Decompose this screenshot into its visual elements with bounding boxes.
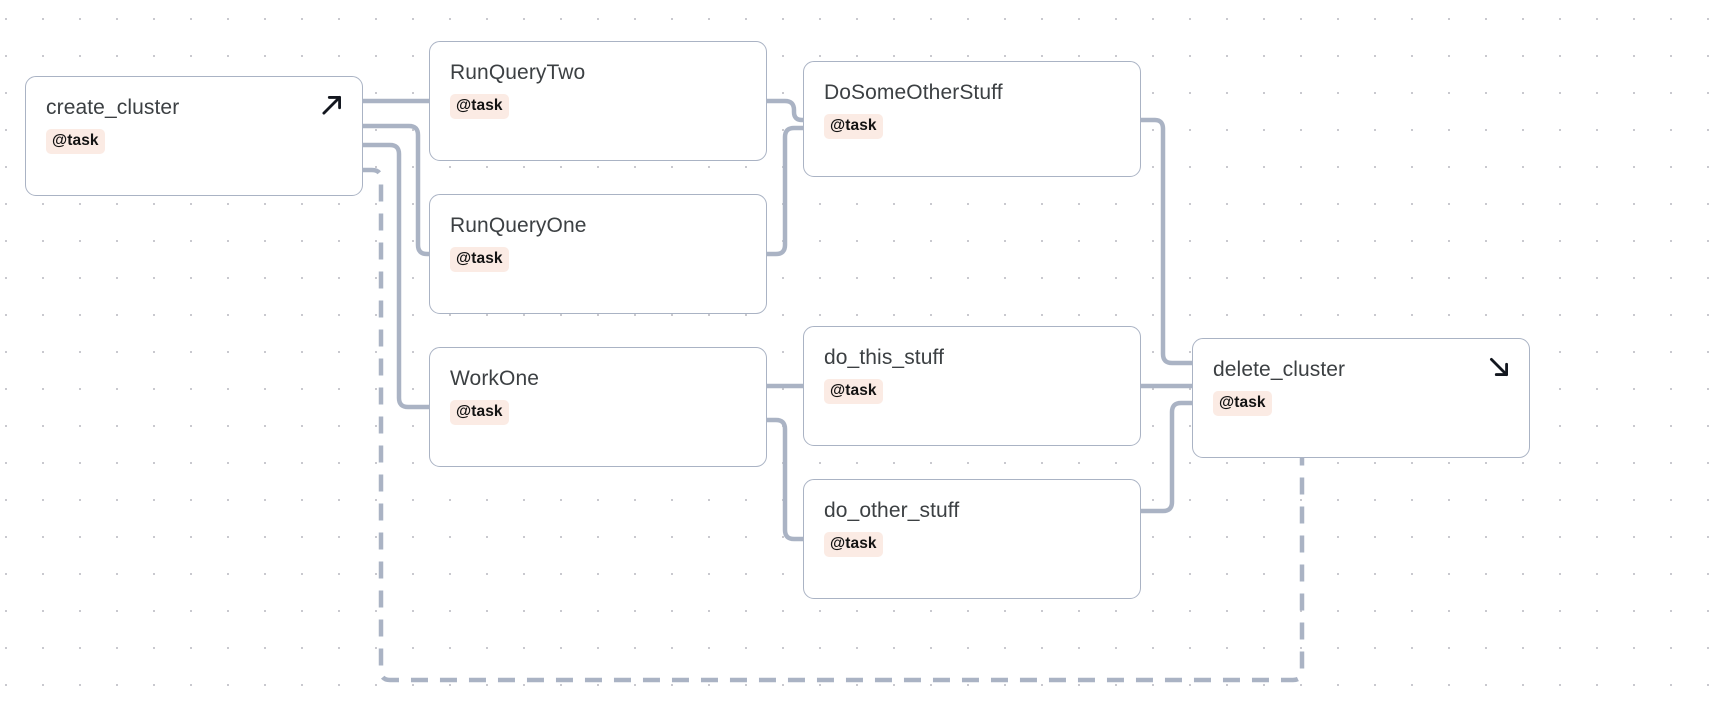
- node-create_cluster[interactable]: create_cluster @task: [25, 76, 363, 196]
- node-badge-row: @task: [824, 114, 1120, 139]
- node-do_this_stuff[interactable]: do_this_stuff @task: [803, 326, 1141, 446]
- node-title: RunQueryTwo: [450, 61, 586, 84]
- node-title: do_other_stuff: [824, 499, 960, 522]
- node-RunQueryTwo[interactable]: RunQueryTwo @task: [429, 41, 767, 161]
- node-badge-row: @task: [450, 94, 746, 119]
- node-badge: @task: [450, 247, 509, 272]
- node-badge: @task: [824, 532, 883, 557]
- node-title: do_this_stuff: [824, 346, 944, 369]
- node-badge: @task: [824, 114, 883, 139]
- edge-RunQueryOne-DoSomeOtherStuff: [767, 125, 803, 257]
- node-badge-row: @task: [450, 247, 746, 272]
- node-title: WorkOne: [450, 367, 540, 390]
- node-badge-row: @task: [824, 532, 1120, 557]
- node-badge: @task: [824, 379, 883, 404]
- node-badge-row: @task: [450, 400, 746, 425]
- node-title: RunQueryOne: [450, 214, 587, 237]
- node-badge-row: @task: [824, 379, 1120, 404]
- node-title: delete_cluster: [1213, 358, 1346, 381]
- node-title: DoSomeOtherStuff: [824, 81, 1003, 104]
- arrow-up-right-icon[interactable]: [319, 92, 345, 118]
- edge-do_other_stuff-delete_cluster: [1141, 400, 1192, 514]
- edge-WorkOne-do_other_stuff: [767, 417, 803, 542]
- node-DoSomeOtherStuff[interactable]: DoSomeOtherStuff @task: [803, 61, 1141, 177]
- edge-create_cluster-WorkOne: [363, 142, 429, 410]
- node-badge: @task: [1213, 391, 1272, 416]
- edge-RunQueryTwo-DoSomeOtherStuff: [767, 98, 805, 123]
- node-badge-row: @task: [1213, 391, 1509, 416]
- edge-DoSomeOtherStuff-delete_cluster: [1141, 117, 1192, 366]
- node-badge: @task: [450, 400, 509, 425]
- node-delete_cluster[interactable]: delete_cluster @task: [1192, 338, 1530, 458]
- node-RunQueryOne[interactable]: RunQueryOne @task: [429, 194, 767, 314]
- node-do_other_stuff[interactable]: do_other_stuff @task: [803, 479, 1141, 599]
- node-badge-row: @task: [46, 129, 342, 154]
- edge-create_cluster-RunQueryOne: [363, 123, 430, 257]
- node-title: create_cluster: [46, 96, 180, 119]
- node-badge: @task: [46, 129, 105, 154]
- arrow-down-right-icon[interactable]: [1486, 354, 1512, 380]
- node-badge: @task: [450, 94, 509, 119]
- node-WorkOne[interactable]: WorkOne @task: [429, 347, 767, 467]
